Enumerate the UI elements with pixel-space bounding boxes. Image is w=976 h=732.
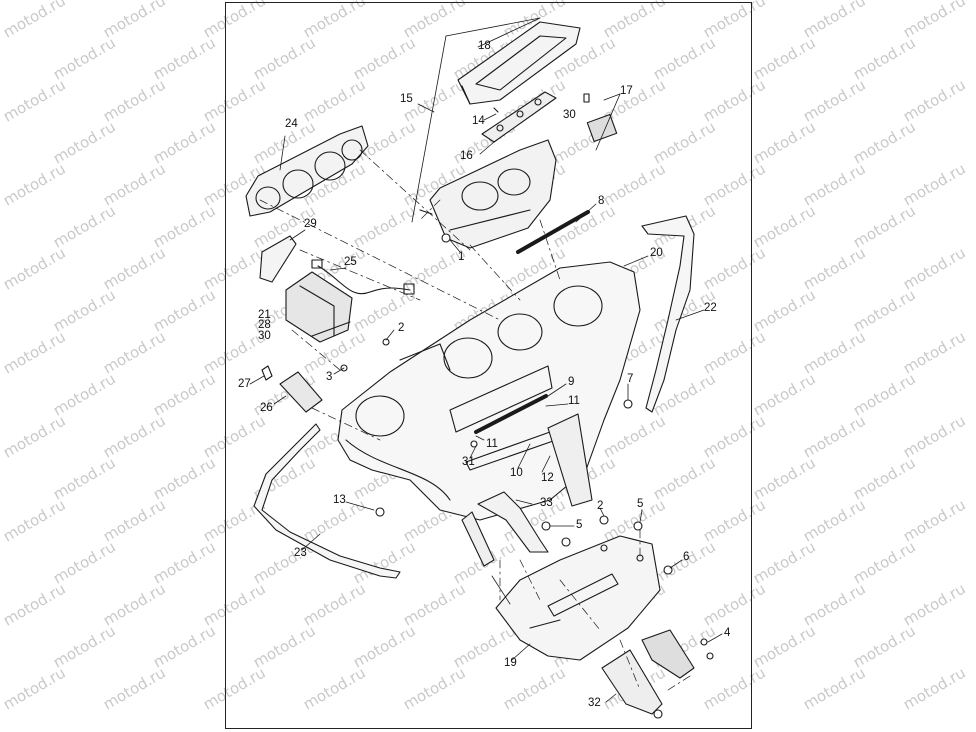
diagram-frame xyxy=(225,2,752,729)
part-17-switch-module xyxy=(583,93,618,143)
callout-17: 17 xyxy=(620,85,633,97)
part-22-right-trim xyxy=(641,215,695,413)
callout-22: 22 xyxy=(704,302,717,314)
callout-3: 3 xyxy=(326,371,333,383)
part-33-shield xyxy=(477,491,549,553)
callout-30: 30 xyxy=(563,109,576,121)
part-16-bracket-strip xyxy=(481,91,557,143)
callout-31: 31 xyxy=(462,456,475,468)
part-26-speaker xyxy=(261,365,323,413)
part-23-left-trim xyxy=(253,423,401,579)
part-15-instrument-housing xyxy=(419,139,557,249)
callout-4: 4 xyxy=(724,627,731,639)
callout-16: 16 xyxy=(460,150,473,162)
callout-27: 27 xyxy=(238,378,251,390)
callout-26: 26 xyxy=(260,402,273,414)
callout-32: 32 xyxy=(588,697,601,709)
callout-8: 8 xyxy=(598,195,605,207)
callout-25: 25 xyxy=(344,256,357,268)
callout-12: 12 xyxy=(541,472,554,484)
part-19-lower-bracket xyxy=(495,535,661,661)
part-24-gauge-bezel xyxy=(245,125,369,217)
callout-10: 10 xyxy=(510,467,523,479)
part-29-lens xyxy=(259,235,297,283)
callout-30: 30 xyxy=(258,330,271,342)
part-11-rod xyxy=(474,394,548,434)
callout-5: 5 xyxy=(576,519,583,531)
callout-20: 20 xyxy=(650,247,663,259)
callout-11: 11 xyxy=(568,395,580,407)
callout-19: 19 xyxy=(504,657,517,669)
callout-1: 1 xyxy=(458,251,465,263)
callout-11: 11 xyxy=(486,438,498,450)
callout-5: 5 xyxy=(637,498,644,510)
callout-18: 18 xyxy=(478,40,491,52)
callout-24: 24 xyxy=(285,118,298,130)
part-32-mount-bracket xyxy=(601,629,695,715)
part-8-seal-strip xyxy=(516,210,590,254)
callout-9: 9 xyxy=(568,376,575,388)
callout-29: 29 xyxy=(304,218,317,230)
part-18-top-trim xyxy=(457,21,581,105)
fasteners xyxy=(340,233,714,719)
callout-14: 14 xyxy=(472,115,485,127)
callout-33: 33 xyxy=(540,497,553,509)
callout-28: 28 xyxy=(258,319,271,331)
callout-21: 21 xyxy=(258,309,271,321)
callout-7: 7 xyxy=(627,373,634,385)
callout-6: 6 xyxy=(683,551,690,563)
leader-lines xyxy=(249,17,723,703)
part-25-wiring-harness xyxy=(311,259,415,295)
callout-2: 2 xyxy=(597,500,604,512)
part-21-radio-unit xyxy=(285,271,353,343)
callout-15: 15 xyxy=(400,93,413,105)
alignment-lines xyxy=(259,149,691,691)
callout-13: 13 xyxy=(333,494,346,506)
callout-23: 23 xyxy=(294,547,307,559)
callout-2: 2 xyxy=(398,322,405,334)
part-20-inner-fairing xyxy=(337,261,641,521)
part-12-bracket xyxy=(461,413,593,567)
